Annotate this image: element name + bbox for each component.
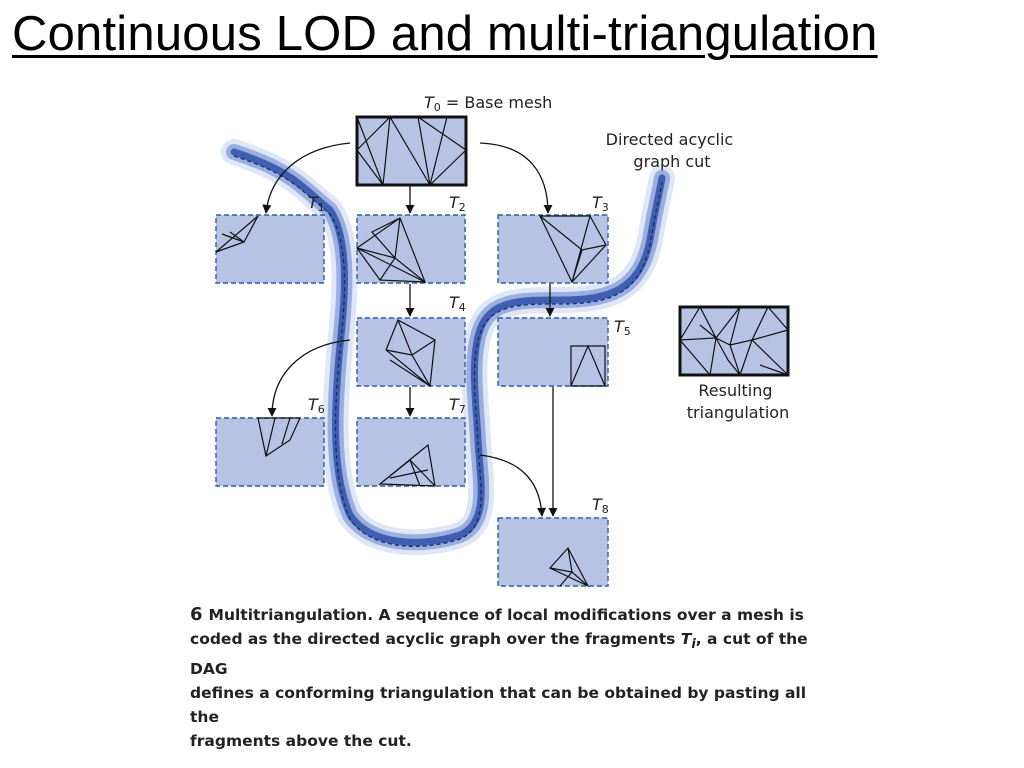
base-mesh-t0 xyxy=(355,115,468,187)
fragment-t1 xyxy=(215,214,325,284)
dag-cut-band xyxy=(221,139,675,556)
fragment-t8 xyxy=(497,517,609,588)
base-mesh-symbol: T xyxy=(424,93,435,112)
fragment-t4 xyxy=(356,317,466,388)
dag-cut-label: Directed acyclic graph cut xyxy=(606,130,739,171)
caption-line-2a: coded as the directed acyclic graph over… xyxy=(190,630,681,648)
figure-caption: 6 Multitriangulation. A sequence of local… xyxy=(190,603,830,753)
fragment-t3 xyxy=(497,214,609,284)
edge-t0-t1 xyxy=(262,142,351,214)
fragment-t5 xyxy=(497,317,609,387)
caption-number: 6 xyxy=(190,604,203,625)
base-mesh-label: T0 = Base mesh xyxy=(424,93,552,114)
label-t3: T3 xyxy=(592,193,609,214)
label-t5: T5 xyxy=(614,317,631,338)
base-mesh-text: = Base mesh xyxy=(441,93,553,112)
label-t2: T2 xyxy=(449,193,466,214)
fragment-t2 xyxy=(355,214,466,284)
resulting-triangulation-label: Resulting triangulation xyxy=(687,381,789,422)
caption-line-4: fragments above the cut. xyxy=(190,732,412,751)
caption-line-2b: , a cut of the DAG xyxy=(190,630,808,679)
label-t1: T1 xyxy=(308,193,325,214)
label-t7: T7 xyxy=(449,395,466,416)
caption-line-1: Multitriangulation. A sequence of local … xyxy=(208,606,804,624)
fragment-t7 xyxy=(356,417,466,487)
label-t6: T6 xyxy=(308,395,325,416)
edge-t7-t8 xyxy=(479,454,547,517)
edge-t4-t6 xyxy=(267,339,351,417)
base-mesh-index: 0 xyxy=(434,101,441,114)
dag-edges xyxy=(262,142,558,517)
fragment-t6 xyxy=(215,417,325,487)
label-t4: T4 xyxy=(449,293,466,314)
caption-line-3: defines a conforming triangulation that … xyxy=(190,684,807,727)
caption-symbol: T xyxy=(680,630,692,648)
slide-title: Continuous LOD and multi-triangulation xyxy=(12,7,878,61)
label-t8: T8 xyxy=(592,495,609,516)
edge-t0-t3 xyxy=(479,142,553,214)
resulting-triangulation xyxy=(678,305,790,377)
caption-symbol-sub: i xyxy=(691,637,696,653)
